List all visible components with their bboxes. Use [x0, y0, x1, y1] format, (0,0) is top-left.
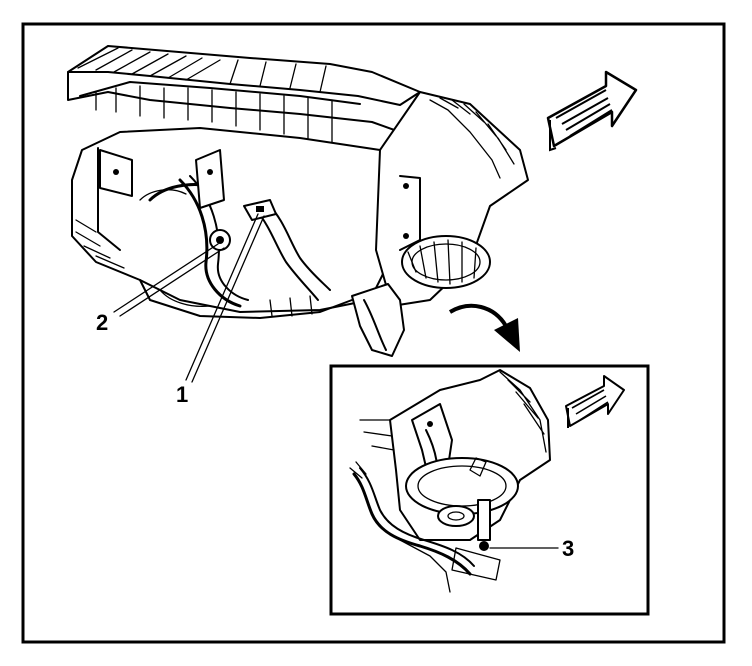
callout-3: 3 — [489, 536, 574, 561]
curved-pointer-arrow-icon — [448, 303, 520, 352]
hvac-module-illustration — [67, 45, 529, 357]
inset-direction-arrow-icon — [565, 375, 625, 428]
callout-1: 1 — [176, 213, 265, 407]
callout-2-label: 2 — [96, 310, 108, 335]
detail-inset — [329, 364, 650, 616]
callout-1-label: 1 — [176, 382, 188, 407]
direction-arrow-icon — [546, 70, 638, 152]
callout-3-label: 3 — [562, 536, 574, 561]
callout-2: 2 — [96, 243, 225, 335]
